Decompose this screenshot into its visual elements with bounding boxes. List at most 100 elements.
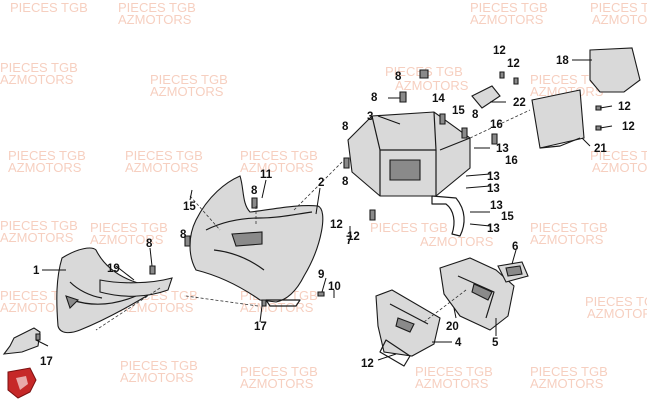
callout-18: 18: [556, 55, 569, 67]
watermark: AZMOTORS: [395, 78, 469, 93]
watermark: PIECES TGB: [590, 0, 647, 15]
part-13-bracket: [431, 195, 465, 237]
watermark: PIECES TGB: [530, 220, 608, 235]
watermark: AZMOTORS: [240, 376, 314, 391]
leader-lines: [35, 59, 613, 361]
watermark: AZMOTORS: [240, 300, 314, 315]
callout-15: 15: [183, 201, 196, 213]
watermark: AZMOTORS: [118, 12, 192, 27]
watermark: AZMOTORS: [530, 84, 604, 99]
watermark: AZMOTORS: [150, 84, 224, 99]
watermark: AZMOTORS: [90, 232, 164, 247]
part-6-vent: [497, 261, 529, 283]
callout-2: 2: [318, 177, 324, 189]
watermark: AZMOTORS: [125, 160, 199, 175]
callout-8: 8: [146, 238, 153, 250]
callout-10: 10: [328, 281, 341, 293]
watermark: AZMOTORS: [420, 234, 494, 249]
watermark: AZMOTORS: [0, 300, 74, 315]
callout-9: 9: [318, 269, 324, 281]
callout-8: 8: [180, 229, 187, 241]
watermark: PIECES TGB: [10, 0, 88, 15]
watermark: PIECES TGB: [415, 364, 493, 379]
watermark: AZMOTORS: [415, 376, 489, 391]
watermark: AZMOTORS: [530, 232, 604, 247]
callout-21: 21: [594, 143, 607, 155]
part-2-front-shield: [189, 175, 324, 307]
callout-5: 5: [492, 337, 499, 349]
callout-15: 15: [452, 105, 465, 117]
callout-1: 1: [33, 265, 40, 277]
shield-logo-icon: [7, 367, 37, 399]
callout-8: 8: [395, 71, 402, 83]
callout-22: 22: [513, 97, 526, 109]
watermark: AZMOTORS: [0, 72, 74, 87]
callout-13: 13: [487, 171, 500, 183]
part-21-panel: [531, 89, 585, 149]
watermark: AZMOTORS: [592, 12, 647, 27]
watermark: AZMOTORS: [587, 306, 647, 321]
callout-19: 19: [107, 263, 120, 275]
callout-17: 17: [254, 321, 267, 333]
watermark: AZMOTORS: [240, 160, 314, 175]
watermark: AZMOTORS: [0, 230, 74, 245]
callout-8: 8: [342, 176, 349, 188]
watermark: PIECES TGB: [370, 220, 448, 235]
watermark: PIECES TGB: [530, 364, 608, 379]
callout-6: 6: [512, 241, 518, 253]
callout-8: 8: [472, 109, 479, 121]
callout-11: 11: [260, 169, 273, 181]
callout-3: 3: [367, 111, 373, 123]
callout-13: 13: [496, 143, 509, 155]
alignment-lines: [95, 109, 531, 331]
callout-12: 12: [361, 358, 374, 370]
part-3-inner-box: [347, 111, 471, 197]
callout-12: 12: [330, 219, 343, 231]
watermark: PIECES TGB: [8, 148, 86, 163]
callout-13: 13: [490, 200, 503, 212]
watermark: PIECES TGB: [470, 0, 548, 15]
callout-16: 16: [505, 155, 518, 167]
callout-16: 16: [490, 119, 503, 131]
watermark: AZMOTORS: [8, 160, 82, 175]
callout-12: 12: [507, 58, 520, 70]
callout-4: 4: [455, 337, 462, 349]
callout-20: 20: [446, 321, 459, 333]
part-18-panel: [589, 47, 641, 93]
watermark: AZMOTORS: [120, 370, 194, 385]
callout-14: 14: [432, 93, 445, 105]
watermark: PIECES TGB: [90, 220, 168, 235]
watermark: PIECES TGB: [150, 72, 228, 87]
watermark: PIECES TGB: [0, 60, 78, 75]
watermark: AZMOTORS: [592, 160, 647, 175]
callout-13: 13: [487, 223, 500, 235]
watermark: PIECES TGB: [585, 294, 647, 309]
callout-7: 7: [346, 235, 352, 247]
callout-8: 8: [371, 92, 378, 104]
callout-12: 12: [347, 231, 360, 243]
callout-8: 8: [251, 185, 258, 197]
watermark: AZMOTORS: [530, 376, 604, 391]
watermark: PIECES TGB: [530, 72, 608, 87]
callout-13: 13: [487, 183, 500, 195]
watermark: PIECES TGB: [125, 148, 203, 163]
watermark: PIECES TGB: [590, 148, 647, 163]
callout-labels: 1 2 3 4 5 6 7 8 8 8 8 8 8 8 8 9 10 11 12…: [33, 45, 635, 370]
watermark: PIECES TGB: [118, 0, 196, 15]
watermark: AZMOTORS: [120, 300, 194, 315]
part-5-floor-panel: [439, 257, 515, 331]
watermark: PIECES TGB: [120, 358, 198, 373]
watermark-layer: PIECES TGB PIECES TGB AZMOTORS PIECES TG…: [0, 0, 647, 391]
callout-15: 15: [501, 211, 514, 223]
watermark: PIECES TGB: [240, 364, 318, 379]
callout-12: 12: [622, 121, 635, 133]
callout-12: 12: [493, 45, 506, 57]
watermark: PIECES TGB: [0, 218, 78, 233]
watermark: PIECES TGB: [240, 148, 318, 163]
part-4-lower-cover: [375, 289, 441, 367]
part-22-bracket: [471, 85, 501, 109]
watermark: AZMOTORS: [470, 12, 544, 27]
part-17-bracket-left: [2, 327, 41, 355]
